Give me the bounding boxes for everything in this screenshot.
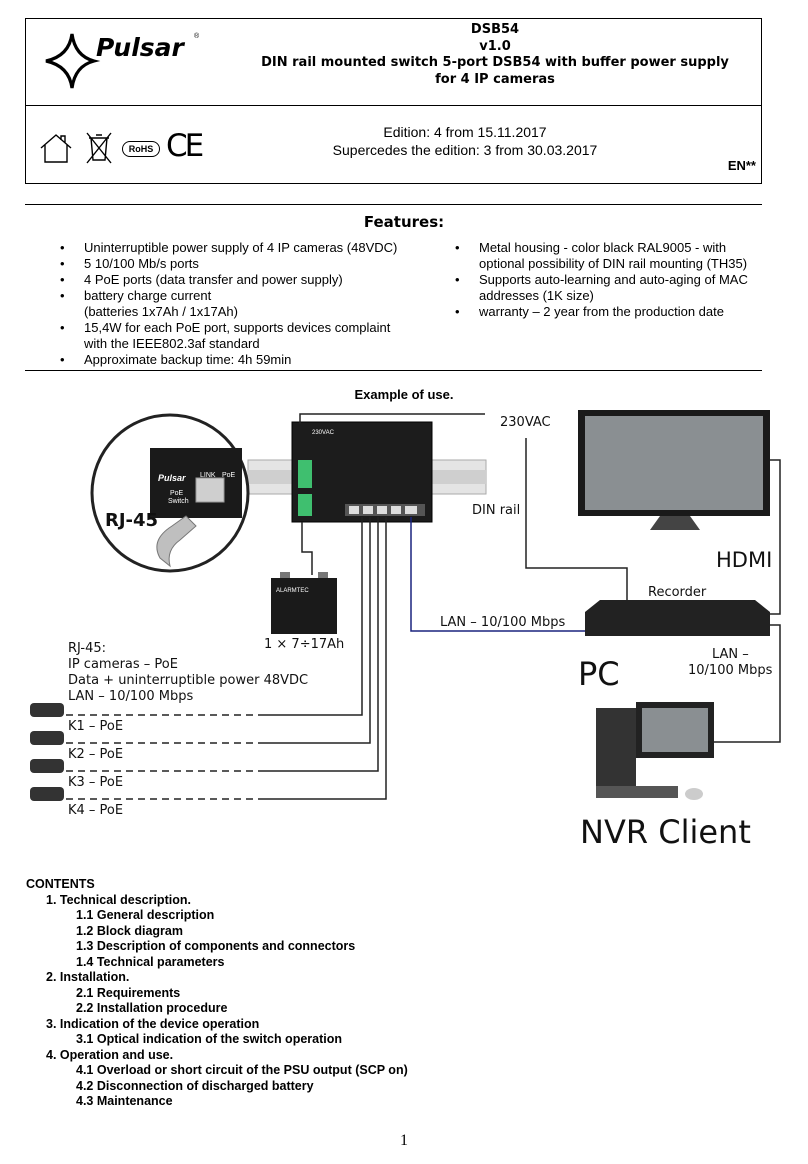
toc-item[interactable]: 2.1 Requirements bbox=[76, 985, 181, 1000]
din-rail-label: DIN rail bbox=[472, 503, 521, 518]
toc-item[interactable]: 1.2 Block diagram bbox=[76, 923, 183, 938]
lan-right-label-2: 10/100 Mbps bbox=[688, 663, 773, 678]
features-list-left: Uninterruptible power supply of 4 IP cam… bbox=[60, 240, 444, 368]
lan-right-label-1: LAN – bbox=[712, 647, 749, 662]
rj45-label: RJ-45 bbox=[105, 510, 159, 531]
camera-label-k3: K3 – PoE bbox=[68, 775, 124, 790]
feature-item: battery charge current (batteries 1x7Ah … bbox=[60, 288, 444, 320]
features-title: Features: bbox=[363, 213, 445, 231]
rj45-desc-line: Data + uninterruptible power 48VDC bbox=[68, 673, 309, 688]
rj45-magnifier bbox=[90, 413, 250, 573]
switch-device bbox=[291, 421, 433, 523]
example-diagram bbox=[30, 410, 781, 801]
battery-brand-label: ALARMTEC bbox=[276, 588, 309, 594]
toc-item[interactable]: 3. Indication of the device operation bbox=[46, 1016, 260, 1031]
pulsar-logo: Pulsar ® bbox=[42, 30, 222, 92]
supersedes-text: Supercedes the edition: 3 from 30.03.201… bbox=[332, 142, 598, 158]
feature-item: 15,4W for each PoE port, supports device… bbox=[60, 320, 444, 352]
weee-bin-icon bbox=[86, 132, 112, 164]
toc-item[interactable]: 1.4 Technical parameters bbox=[76, 954, 225, 969]
house-icon bbox=[40, 134, 72, 163]
connection-lines bbox=[66, 413, 781, 800]
header-divider bbox=[25, 105, 762, 106]
language-code: EN** bbox=[727, 158, 756, 173]
toc-item[interactable]: 2. Installation. bbox=[46, 970, 130, 984]
rj45-desc-line: IP cameras – PoE bbox=[68, 657, 178, 672]
toc-item[interactable]: 4.3 Maintenance bbox=[76, 1094, 173, 1108]
features-list-right: Metal housing - color black RAL9005 - wi… bbox=[455, 240, 779, 320]
rj45-desc-line: LAN – 10/100 Mbps bbox=[68, 689, 194, 704]
camera-icons bbox=[30, 703, 64, 801]
rj45-description: RJ-45: IP cameras – PoE Data + uninterru… bbox=[68, 641, 308, 705]
poe-switch-label-2: Switch bbox=[168, 498, 189, 505]
feature-item: Metal housing - color black RAL9005 - wi… bbox=[455, 240, 779, 272]
registered-mark: ® bbox=[194, 33, 200, 40]
feature-item: Approximate backup time: 4h 59min bbox=[60, 352, 444, 368]
toc-item[interactable]: 1. Technical description. bbox=[46, 892, 191, 907]
device-logo-label: Pulsar bbox=[158, 473, 186, 483]
certification-icons: RoHS CE bbox=[38, 128, 218, 166]
toc-item[interactable]: 4.2 Disconnection of discharged battery bbox=[76, 1078, 314, 1093]
nvr-client-label: NVR Client bbox=[580, 813, 751, 851]
toc-item[interactable]: 1.1 General description bbox=[76, 908, 215, 922]
toc-item[interactable]: 2.2 Installation procedure bbox=[76, 1001, 228, 1015]
monitor bbox=[578, 410, 770, 530]
feature-item: 5 10/100 Mb/s ports bbox=[60, 256, 444, 272]
toc-item[interactable]: 1.3 Description of components and connec… bbox=[76, 939, 356, 953]
rj45-desc-line: RJ-45: bbox=[68, 641, 107, 656]
feature-item: Uninterruptible power supply of 4 IP cam… bbox=[60, 240, 444, 256]
page-number: 1 bbox=[400, 1132, 408, 1149]
battery-label: 1 × 7÷17Ah bbox=[264, 637, 345, 652]
camera-label-k2: K2 – PoE bbox=[68, 747, 124, 762]
feature-item: 4 PoE ports (data transfer and power sup… bbox=[60, 272, 444, 288]
recorder-label: Recorder bbox=[648, 585, 707, 600]
hdmi-label: HDMI bbox=[716, 548, 773, 572]
example-title: Example of use. bbox=[354, 387, 454, 402]
poe-switch-label-1: PoE bbox=[170, 490, 184, 497]
pc bbox=[596, 702, 714, 800]
edition-text: Edition: 4 from 15.11.2017 bbox=[383, 124, 547, 140]
camera-label-k4: K4 – PoE bbox=[68, 803, 124, 818]
battery bbox=[271, 572, 337, 634]
doc-title-model: DSB54 bbox=[470, 22, 520, 37]
lan-left-label: LAN – 10/100 Mbps bbox=[440, 615, 566, 630]
camera-label-k1: K1 – PoE bbox=[68, 719, 124, 734]
toc-item[interactable]: 3.1 Optical indication of the switch ope… bbox=[76, 1032, 343, 1046]
poe-port-label: PoE bbox=[222, 472, 236, 479]
link-label: LINK bbox=[200, 472, 216, 479]
rohs-badge: RoHS bbox=[122, 141, 160, 157]
switch-model-label: 230VAC bbox=[312, 430, 334, 436]
features-top-rule bbox=[25, 204, 762, 205]
doc-title-version: v1.0 bbox=[479, 39, 511, 54]
doc-title-description: DIN rail mounted switch 5-port DSB54 wit… bbox=[261, 55, 729, 70]
table-of-contents: CONTENTS 1. Technical description. 1.1 G… bbox=[26, 877, 408, 1110]
contents-heading: CONTENTS bbox=[26, 877, 95, 891]
feature-item: Supports auto-learning and auto-aging of… bbox=[455, 272, 779, 304]
feature-item: warranty – 2 year from the production da… bbox=[455, 304, 779, 320]
doc-title-description-2: for 4 IP cameras bbox=[435, 72, 555, 87]
pc-label: PC bbox=[578, 655, 620, 693]
features-bottom-rule bbox=[25, 370, 762, 371]
recorder bbox=[585, 600, 770, 636]
toc-item[interactable]: 4. Operation and use. bbox=[46, 1047, 174, 1062]
toc-item[interactable]: 4.1 Overload or short circuit of the PSU… bbox=[76, 1063, 408, 1077]
header-box bbox=[25, 18, 762, 184]
logo-text: Pulsar bbox=[96, 33, 184, 62]
ce-mark: CE bbox=[166, 128, 204, 164]
vac-label: 230VAC bbox=[500, 415, 551, 430]
